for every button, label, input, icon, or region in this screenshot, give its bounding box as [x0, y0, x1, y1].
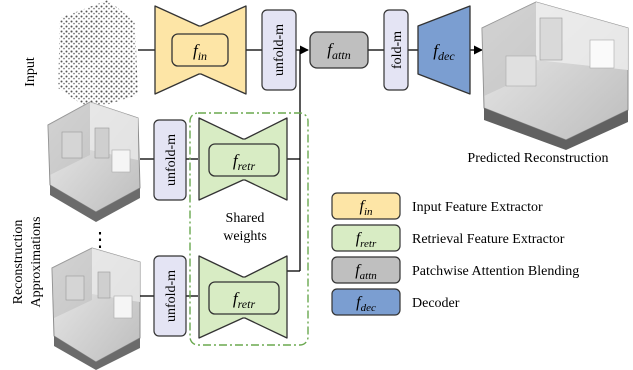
- legend: fin Input Feature Extractor fretr Retrieval…: [331, 192, 579, 316]
- legend-label-dec: Decoder: [412, 296, 460, 311]
- legend-swatch-dec: [331, 288, 401, 316]
- predicted-reconstruction-label: Predicted Reconstruction: [467, 151, 608, 166]
- f-retr-subscript-bottom: retr: [238, 297, 256, 311]
- reconstruction-approximation-image-1: [47, 101, 141, 222]
- f-dec-block: fdec: [417, 5, 471, 95]
- f-retr-symbol-top: f: [233, 151, 240, 170]
- unfold-label-bottom: unfold-m: [164, 270, 179, 322]
- svg-text:fattn: fattn: [327, 40, 350, 62]
- f-attn-symbol: f: [327, 40, 334, 59]
- f-attn-block: fattn: [309, 31, 369, 69]
- f-retr-symbol-bottom: f: [233, 289, 240, 308]
- unfold-op-middle: unfold-m: [153, 119, 187, 201]
- f-in-symbol: f: [193, 41, 200, 60]
- shared-weights-label-line2: weights: [223, 229, 267, 244]
- f-in-block: fin: [154, 5, 247, 95]
- legend-symbol-in: fin: [359, 198, 373, 218]
- unfold-label-middle: unfold-m: [164, 134, 179, 186]
- f-in-subscript: in: [198, 49, 207, 63]
- legend-label-retr: Retrieval Feature Extractor: [412, 232, 565, 247]
- f-attn-subscript: attn: [332, 48, 351, 62]
- reconstruction-approximation-image-2: [51, 247, 141, 370]
- f-retr-block-bottom: fretr: [198, 255, 288, 339]
- unfold-op-top: unfold-m: [261, 9, 297, 91]
- recon-approx-label-line1: Reconstruction: [11, 220, 26, 305]
- input-point-cloud-image: [58, 0, 138, 110]
- legend-item-attn: fattn Patchwise Attention Blending: [331, 256, 579, 284]
- legend-symbol-retr: fretr: [356, 230, 377, 250]
- legend-item-retr: fretr Retrieval Feature Extractor: [331, 224, 565, 252]
- svg-text:fretr: fretr: [233, 289, 256, 311]
- svg-text:fretr: fretr: [233, 151, 256, 173]
- svg-text:fdec: fdec: [433, 41, 455, 63]
- connector-lines: [138, 45, 483, 297]
- predicted-reconstruction-image: [481, 1, 629, 150]
- unfold-op-bottom: unfold-m: [153, 255, 187, 337]
- unfold-label-top: unfold-m: [272, 24, 287, 76]
- legend-symbol-attn: fattn: [355, 262, 377, 282]
- f-retr-subscript-top: retr: [238, 159, 256, 173]
- vertical-ellipsis: ⋮: [90, 229, 110, 251]
- input-label: Input: [23, 57, 38, 87]
- legend-symbol-dec: fdec: [356, 294, 376, 314]
- fold-op: fold-m: [383, 9, 409, 91]
- recon-approx-label-line2: Approximations: [29, 217, 44, 308]
- legend-item-dec: fdec Decoder: [331, 288, 460, 316]
- legend-swatch-retr: [331, 224, 401, 252]
- fold-label: fold-m: [390, 31, 405, 69]
- f-retr-block-top: fretr: [198, 117, 288, 201]
- f-dec-subscript: dec: [438, 49, 455, 63]
- shared-weights-box: [189, 112, 309, 346]
- legend-swatch-in: [331, 192, 401, 220]
- shared-weights-label-line1: Shared: [226, 211, 265, 226]
- legend-label-attn: Patchwise Attention Blending: [412, 264, 579, 279]
- legend-label-in: Input Feature Extractor: [412, 200, 543, 215]
- legend-swatch-attn: [331, 256, 401, 284]
- legend-item-in: fin Input Feature Extractor: [331, 192, 543, 220]
- svg-text:fin: fin: [193, 41, 207, 63]
- f-dec-symbol: f: [433, 41, 440, 60]
